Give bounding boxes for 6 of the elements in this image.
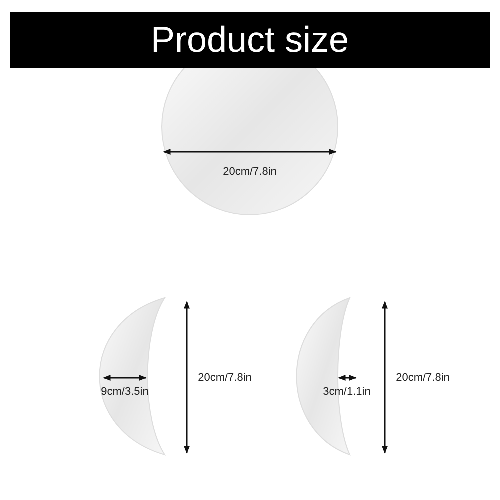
title-banner: Product size [10,12,490,68]
dimension-label: 20cm/7.8in [198,372,252,384]
dimension-label: 20cm/7.8in [396,372,450,384]
dimension-label: 9cm/3.5in [101,386,149,398]
dimension-label: 20cm/7.8in [223,166,277,178]
dimension-label: 3cm/1.1in [323,386,371,398]
